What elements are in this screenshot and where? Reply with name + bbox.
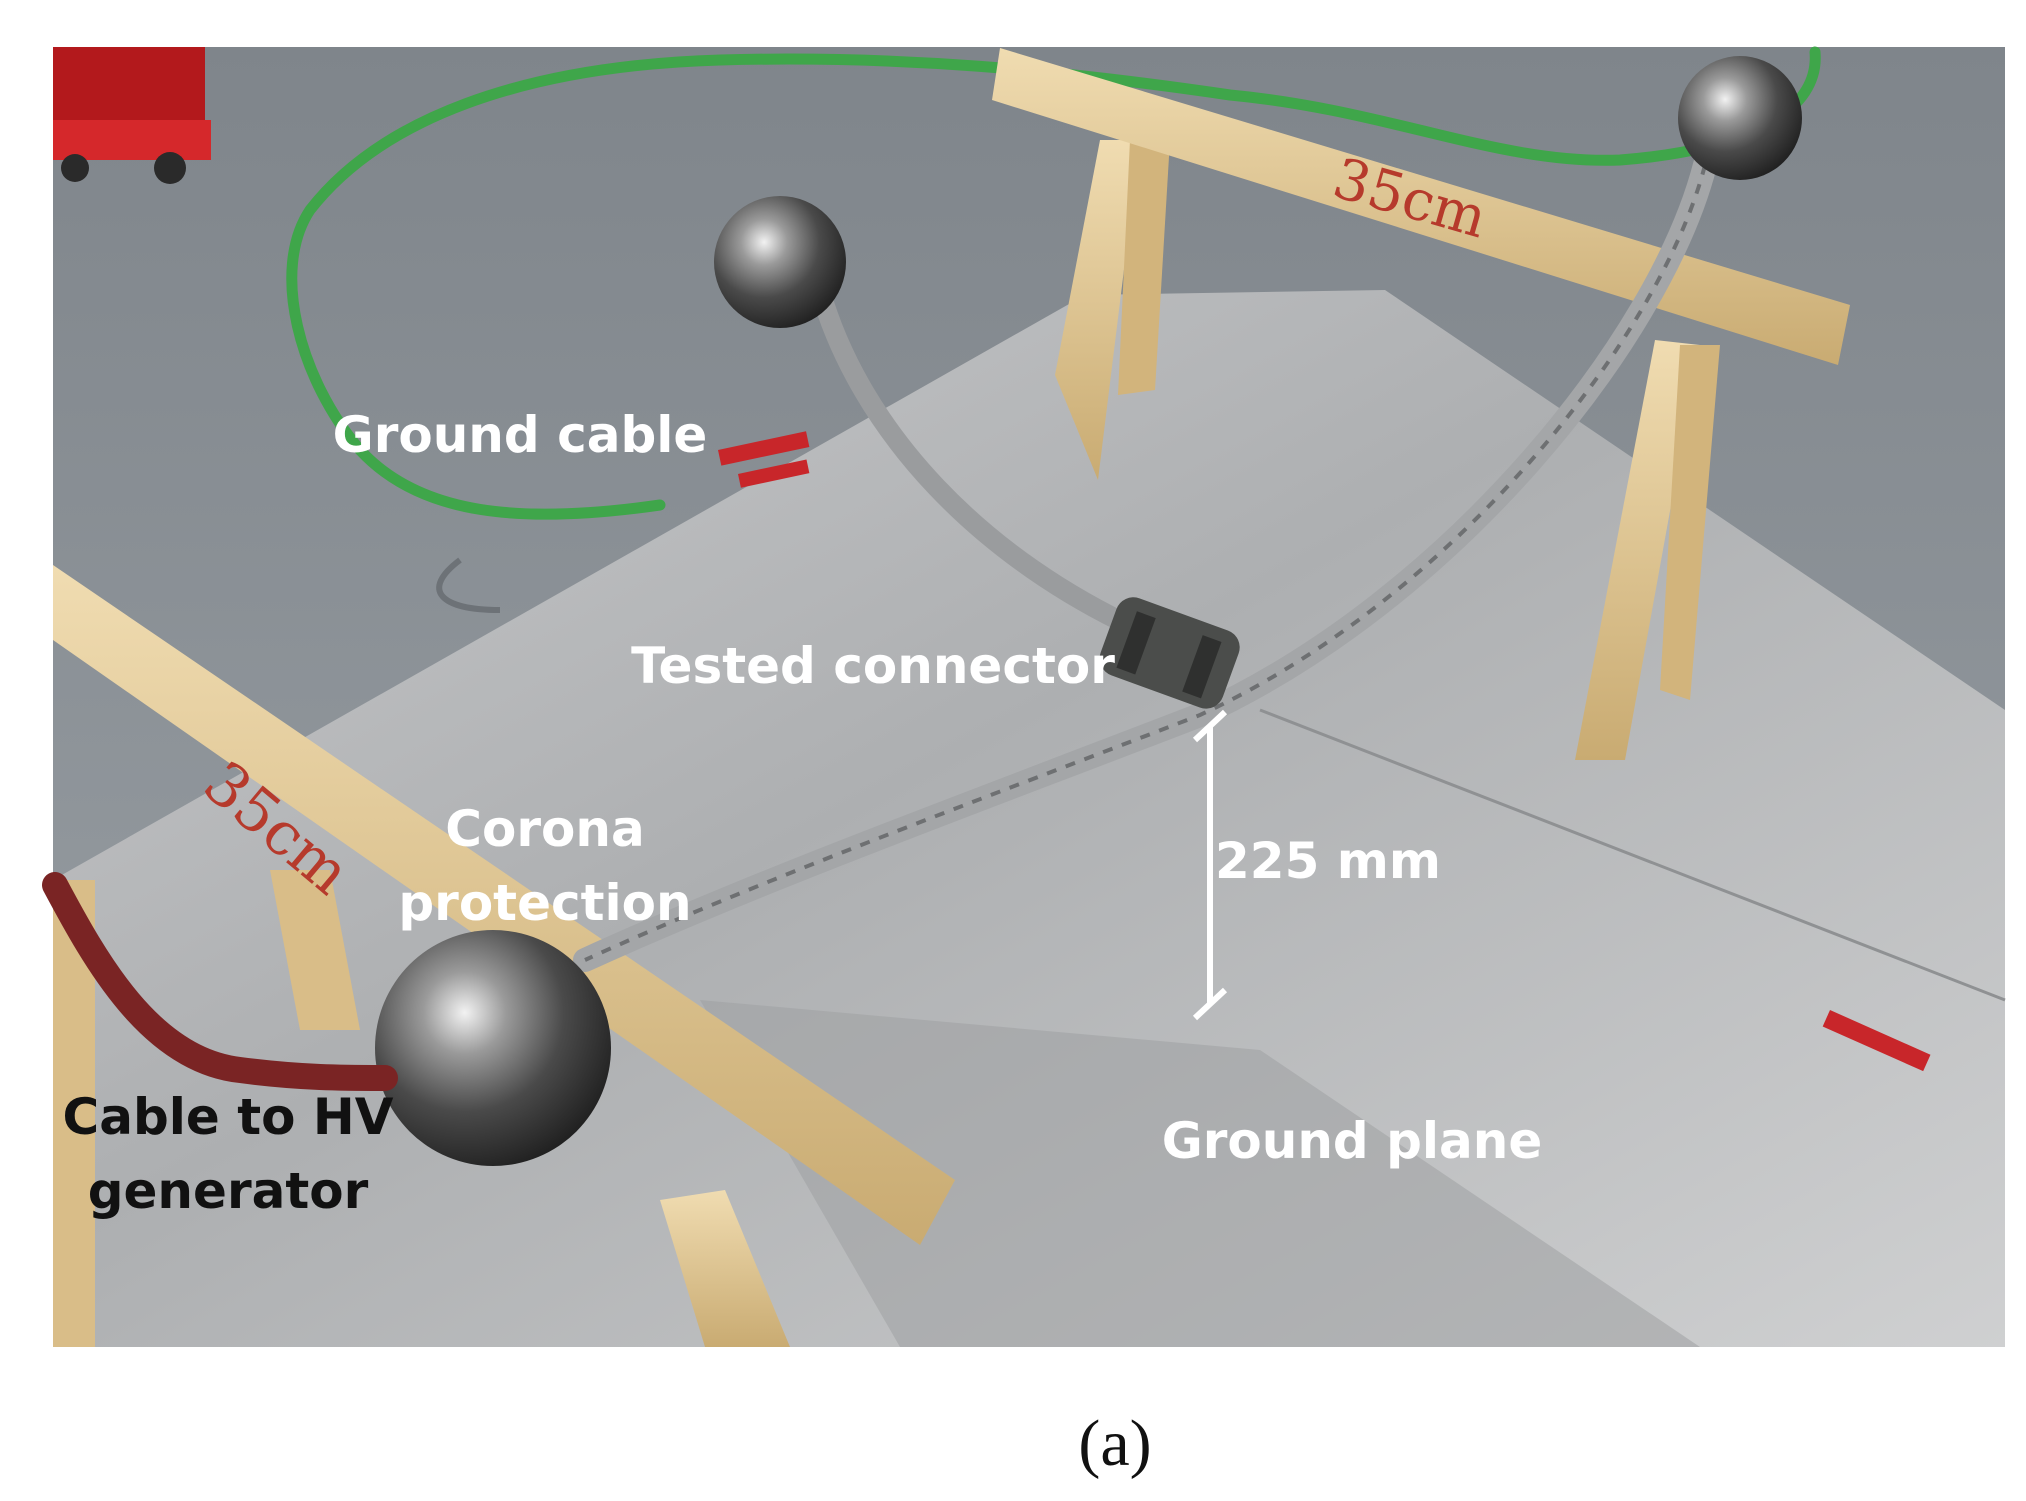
- label-corona-protection-line1: Corona: [445, 800, 644, 858]
- tested-connector-clamp: [1099, 597, 1240, 709]
- red-cart: [53, 47, 211, 184]
- label-ground-cable: Ground cable: [333, 406, 708, 464]
- label-cable-to-hv-line1: Cable to HV: [63, 1088, 394, 1146]
- conductor-left-arm: [810, 280, 1160, 645]
- back-trestle: 35cm: [992, 48, 1850, 760]
- hv-cable: [42, 872, 398, 1091]
- sphere-back-right: [1678, 56, 1802, 180]
- label-ground-plane: Ground plane: [1162, 1112, 1543, 1170]
- plate-seam: [1259, 708, 2006, 1002]
- plate-shadow: [700, 1000, 1700, 1347]
- ground-cable: [286, 46, 1821, 520]
- label-distance: 225 mm: [1215, 832, 1441, 890]
- red-clip-left: [717, 431, 810, 488]
- red-clip-right: [1822, 1010, 1931, 1072]
- label-tested-connector: Tested connector: [631, 637, 1115, 695]
- front-trestle: 35cm: [53, 565, 955, 1347]
- label-corona-protection-line2: protection: [398, 874, 691, 932]
- distance-marker: [1192, 709, 1228, 1021]
- label-cable-to-hv-line2: generator: [88, 1162, 369, 1220]
- figure-caption: (a): [1078, 1407, 1151, 1480]
- photo: 35cm 35cm: [42, 46, 2006, 1347]
- ground-cable-tail: [436, 557, 501, 613]
- sphere-back-left: [714, 196, 846, 328]
- conductor-main: [573, 153, 1717, 972]
- corona-protection-sphere: [375, 930, 611, 1166]
